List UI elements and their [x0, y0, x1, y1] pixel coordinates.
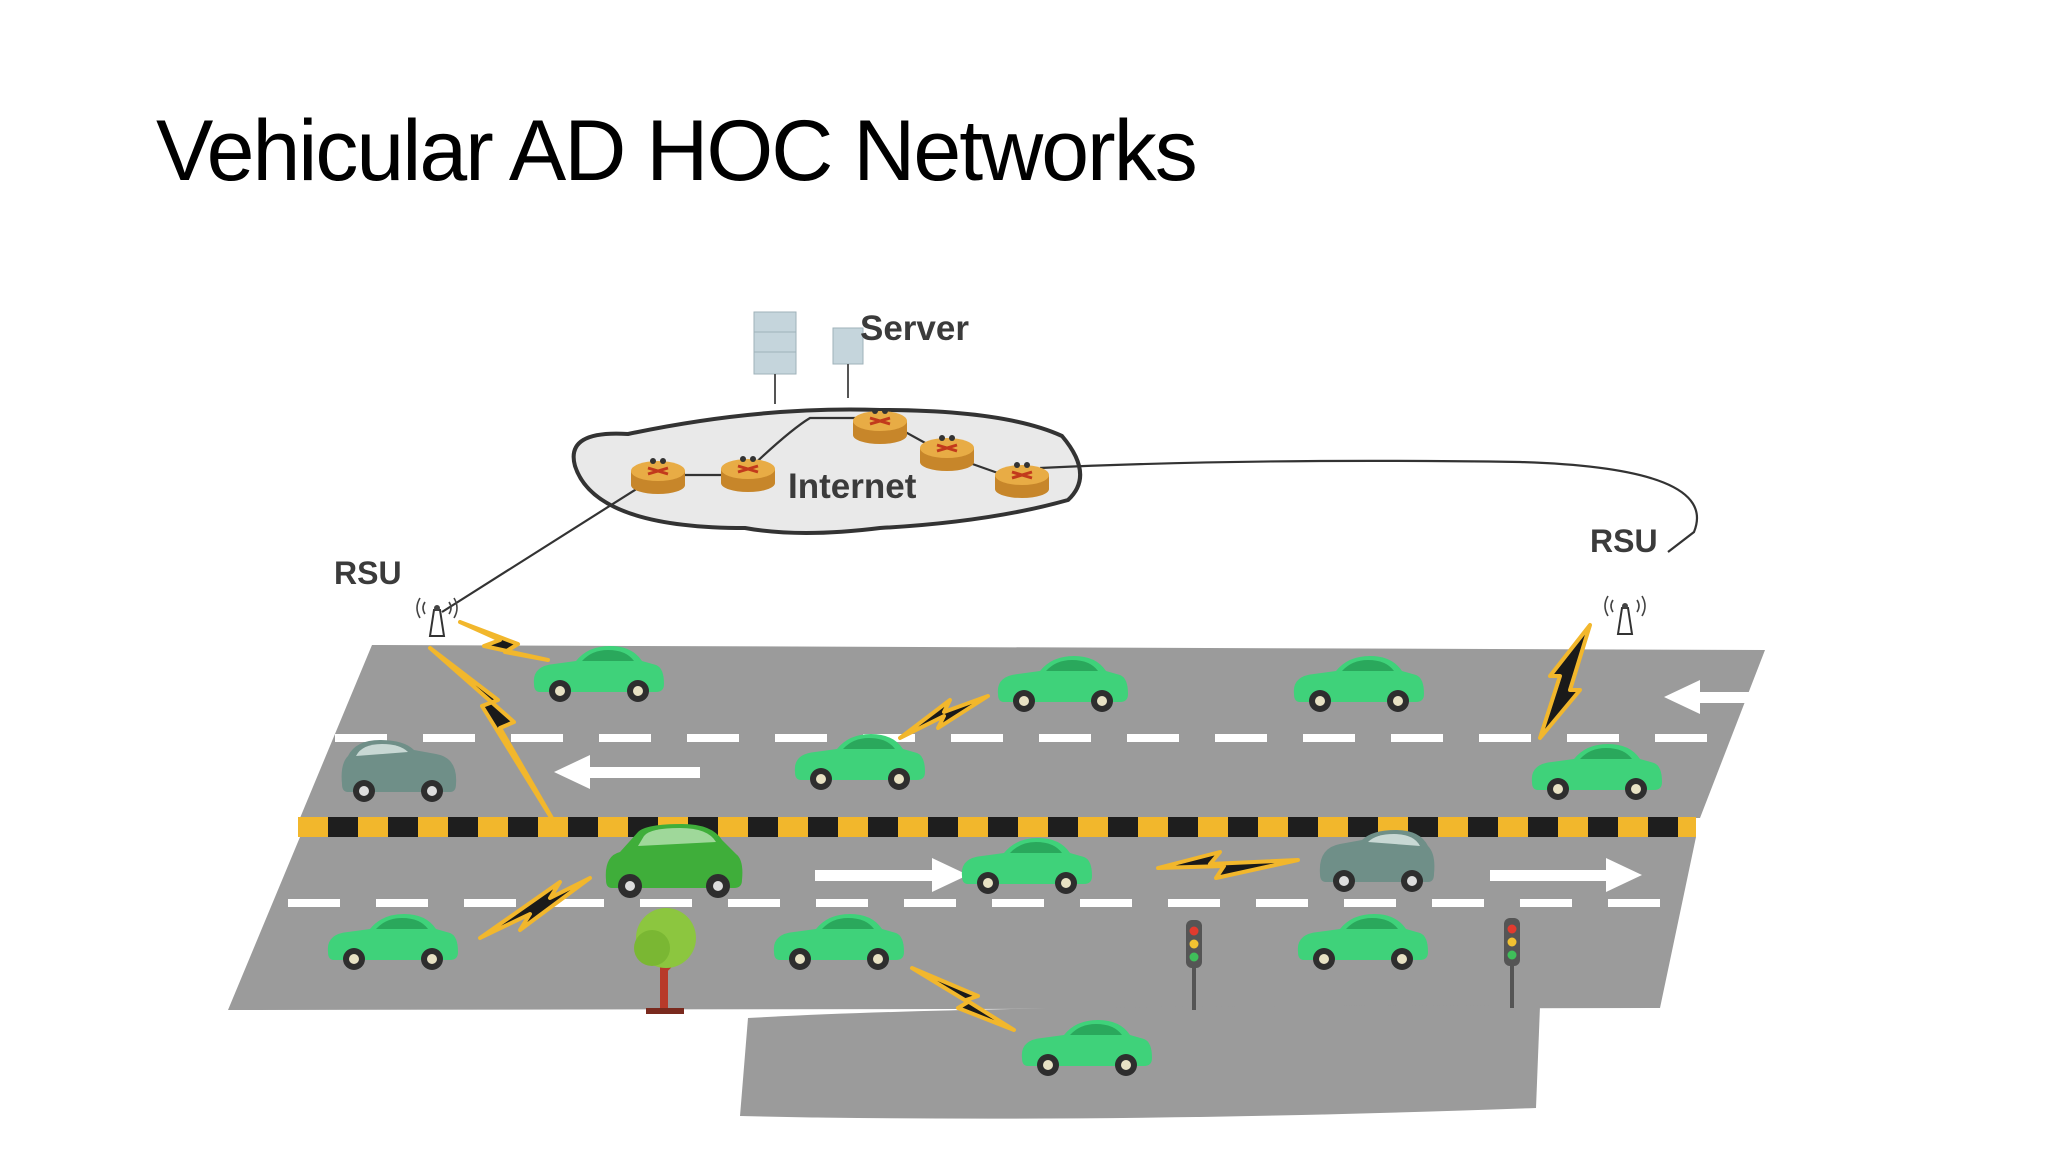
- internet-label: Internet: [788, 467, 917, 506]
- road-lower: [228, 837, 1696, 1010]
- direction-arrow: [554, 680, 1750, 892]
- road-median: [298, 817, 1696, 837]
- tree-icon: [634, 908, 696, 1014]
- slide-title: Vehicular AD HOC Networks: [156, 103, 1198, 199]
- rsu-antenna-icon: [416, 597, 458, 637]
- rsu-right-label: RSU: [1590, 523, 1658, 559]
- rsu-antenna-icon: [1604, 595, 1646, 635]
- vehicle: [1319, 830, 1435, 892]
- server-label: Server: [860, 309, 969, 348]
- rsu-left-label: RSU: [334, 555, 402, 591]
- server-icon: [753, 311, 864, 404]
- vehicle: [341, 740, 457, 802]
- vehicle: [605, 824, 743, 898]
- wireless-link-icon: [428, 620, 1592, 1032]
